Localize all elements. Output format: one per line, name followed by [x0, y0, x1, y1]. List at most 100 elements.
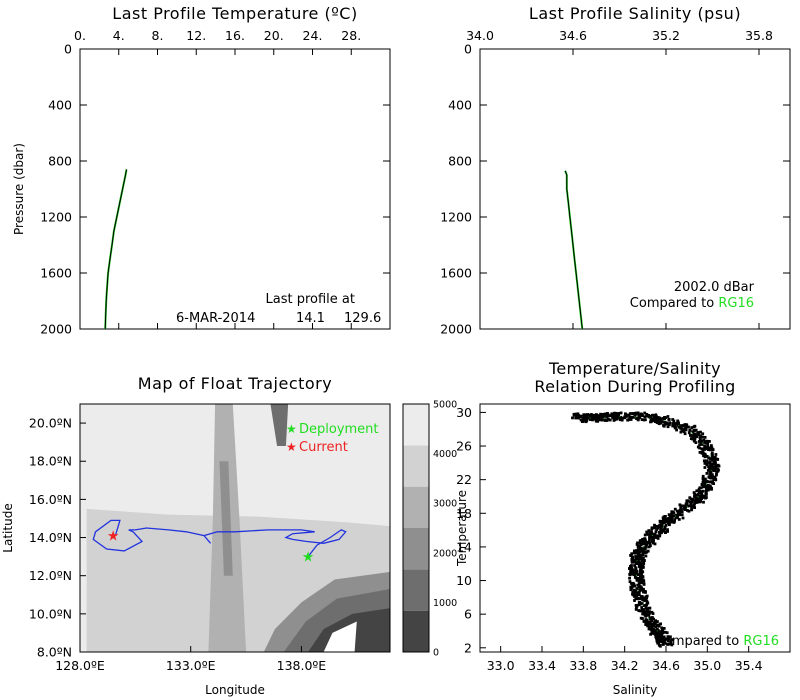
salt-compared-label: Compared to [630, 296, 719, 311]
ts-point [636, 541, 639, 545]
ts-point [571, 416, 574, 420]
ts-point [656, 417, 659, 420]
ts-point [599, 414, 603, 417]
ts-point [646, 540, 650, 544]
ts-point [663, 422, 667, 426]
ts-point [648, 623, 652, 626]
ts-point [650, 610, 654, 614]
ts-point [705, 472, 709, 475]
ts-point [641, 575, 645, 578]
ts-point [638, 577, 642, 580]
ts-point [675, 516, 679, 519]
ts-point [694, 441, 698, 444]
ts-point [629, 418, 633, 421]
map-current-marker: ★ [107, 529, 120, 545]
map-ridge-crest [219, 461, 233, 576]
ts-point [658, 416, 662, 420]
colorbar-tick-label: 3000 [433, 499, 457, 510]
ts-point [698, 494, 701, 498]
ts-point [651, 632, 655, 635]
ts-frame [479, 403, 791, 653]
ts-point [645, 610, 648, 614]
ts-point [631, 557, 635, 561]
ts-point [660, 632, 664, 636]
ts-point [638, 602, 642, 606]
ts-point [638, 562, 642, 566]
ts-point [636, 411, 640, 415]
ts-point [668, 519, 671, 523]
ts-point [636, 417, 640, 421]
ts-point [653, 621, 656, 625]
ts-point [691, 436, 695, 440]
ts-ytick-label: 10 [456, 573, 472, 588]
ts-point [638, 597, 642, 600]
ts-subtitle: Relation During Profiling [534, 377, 735, 396]
ts-point [640, 602, 644, 605]
ts-point [682, 504, 685, 508]
ts-point [701, 451, 705, 455]
map-legend-symbol: ★ [286, 440, 297, 454]
ts-point [638, 555, 641, 558]
ts-point [662, 635, 666, 639]
ts-point [644, 554, 648, 558]
ts-point [598, 416, 601, 420]
ts-point [675, 428, 678, 432]
ts-point [588, 418, 592, 421]
ts-point [703, 462, 707, 465]
ts-point [710, 452, 714, 456]
ts-point [692, 439, 696, 443]
ts-point [704, 441, 707, 445]
ts-point [705, 439, 709, 443]
ts-point [647, 613, 650, 617]
ts-point [669, 640, 673, 643]
ts-point [651, 419, 654, 422]
salt-ytick-label: 0 [464, 42, 472, 57]
ts-point [635, 543, 639, 546]
ts-point [613, 412, 616, 416]
ts-point [688, 496, 692, 500]
ts-point [693, 433, 697, 437]
ts-point [661, 636, 664, 640]
ts-point [688, 500, 692, 504]
ts-point [620, 417, 623, 420]
ts-point [641, 612, 645, 616]
ts-point [672, 511, 676, 515]
ts-point [689, 503, 693, 507]
ts-point [640, 418, 644, 421]
ts-point [649, 544, 652, 548]
ts-point [666, 528, 669, 531]
ts-point [656, 636, 660, 640]
ts-point [670, 516, 673, 519]
ts-xtick-label: 33.8 [569, 658, 597, 673]
ts-point [644, 543, 648, 547]
ts-point [644, 545, 648, 549]
ts-point [711, 468, 715, 471]
ts-point [662, 424, 665, 427]
ts-point [629, 585, 633, 589]
ts-point [632, 573, 636, 576]
salt-annotation-depth: 2002.0 dBar [674, 280, 755, 295]
ts-point [690, 426, 694, 429]
salt-ytick-label: 800 [448, 154, 472, 169]
ts-point [659, 622, 662, 626]
ts-point [633, 413, 637, 417]
ts-point [663, 416, 666, 419]
ts-point [691, 497, 695, 501]
ts-point [703, 436, 707, 439]
ts-point [663, 420, 667, 424]
ts-point [660, 527, 663, 531]
ts-point [644, 604, 648, 608]
ts-point [654, 413, 658, 417]
ts-point [700, 443, 704, 446]
ts-point [645, 413, 649, 416]
ts-ytick-label: 22 [456, 472, 472, 487]
ts-point [601, 415, 605, 418]
ts-point [670, 510, 674, 514]
ts-point [688, 428, 692, 432]
ts-point [642, 619, 646, 623]
ts-point [711, 448, 715, 451]
ts-point [714, 453, 718, 456]
ts-point [634, 557, 638, 561]
ts-point [701, 449, 705, 452]
ts-point [666, 425, 670, 429]
